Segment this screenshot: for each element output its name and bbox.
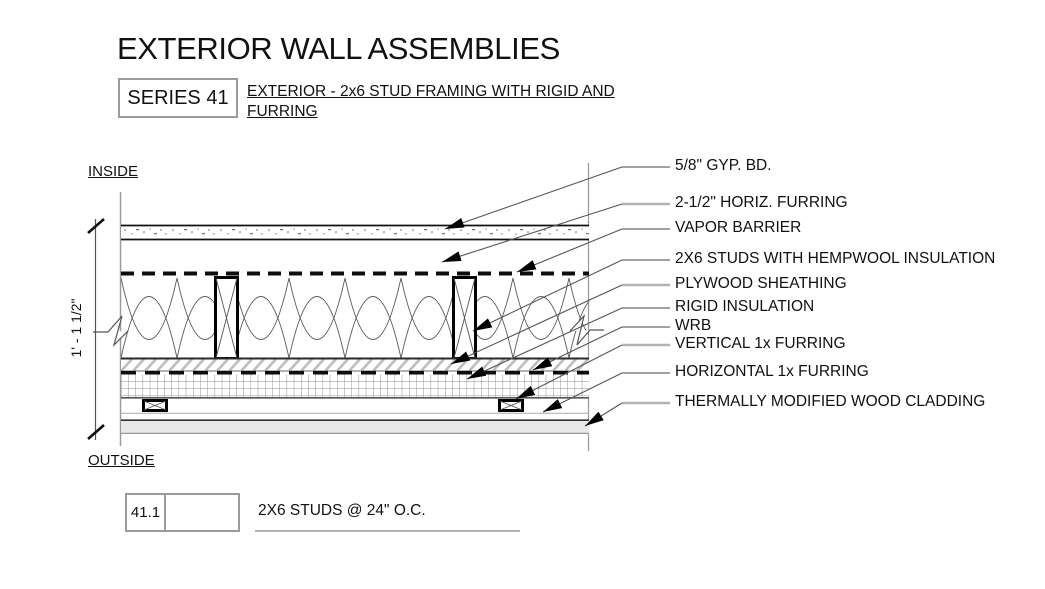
- overall-dimension-text: 1' - 1 1/2": [68, 298, 84, 358]
- leader-gyp-bd: [444, 166, 670, 230]
- detail-tag-number: 41.1: [127, 495, 166, 530]
- leader-vapor-barrier: [516, 228, 670, 273]
- callout-vapor-barrier: VAPOR BARRIER: [675, 219, 802, 236]
- layer-plywood-sheathing: [121, 357, 589, 372]
- hempwool-insulation-hatch: [121, 276, 589, 360]
- overall-dimension-line: [87, 218, 105, 440]
- vertical-furring-block-2: [498, 399, 524, 412]
- stud-2: [452, 276, 477, 360]
- leader-cladding: [584, 401, 670, 427]
- detail-tag-box: 41.1: [125, 493, 240, 532]
- page-title: EXTERIOR WALL ASSEMBLIES: [117, 31, 560, 66]
- series-label: SERIES 41: [127, 86, 229, 109]
- leader-horizontal-furring: [542, 372, 670, 413]
- vertical-furring-block-1: [142, 399, 168, 412]
- assembly-title: EXTERIOR - 2x6 STUD FRAMING WITH RIGID A…: [247, 83, 615, 120]
- leader-horiz-furring: [441, 202, 670, 263]
- callout-rigid-insulation: RIGID INSULATION: [675, 298, 815, 315]
- callout-studs-hempwool: 2X6 STUDS WITH HEMPWOOL INSULATION: [675, 250, 996, 267]
- layer-wood-cladding: [121, 421, 589, 433]
- layer-rigid-insulation: [121, 374, 589, 399]
- callout-horiz-furring: 2-1/2" HORIZ. FURRING: [675, 194, 848, 211]
- detail-tag-note: 2X6 STUDS @ 24" O.C.: [258, 502, 426, 519]
- detail-tag-empty-cell: [166, 495, 238, 530]
- callout-vertical-furring: VERTICAL 1x FURRING: [675, 335, 846, 352]
- callout-horizontal-furring: HORIZONTAL 1x FURRING: [675, 363, 869, 380]
- leader-wrb: [532, 326, 670, 371]
- callout-plywood-sheathing: PLYWOOD SHEATHING: [675, 275, 847, 292]
- outside-label: OUTSIDE: [88, 452, 155, 469]
- detail-tag-note-rule: [255, 530, 520, 532]
- leader-plywood: [450, 283, 670, 365]
- inside-label: INSIDE: [88, 163, 139, 180]
- callout-gyp-bd: 5/8" GYP. BD.: [675, 157, 772, 174]
- break-mark-left: [93, 315, 129, 348]
- series-box: SERIES 41: [118, 78, 238, 118]
- callout-wrb: WRB: [675, 317, 712, 334]
- stud-1: [214, 276, 239, 360]
- leader-studs: [472, 259, 670, 332]
- leader-rigid-insulation: [466, 307, 670, 380]
- break-mark-right: [569, 313, 604, 346]
- leader-vertical-furring: [515, 343, 670, 400]
- callout-wood-cladding: THERMALLY MODIFIED WOOD CLADDING: [675, 393, 986, 410]
